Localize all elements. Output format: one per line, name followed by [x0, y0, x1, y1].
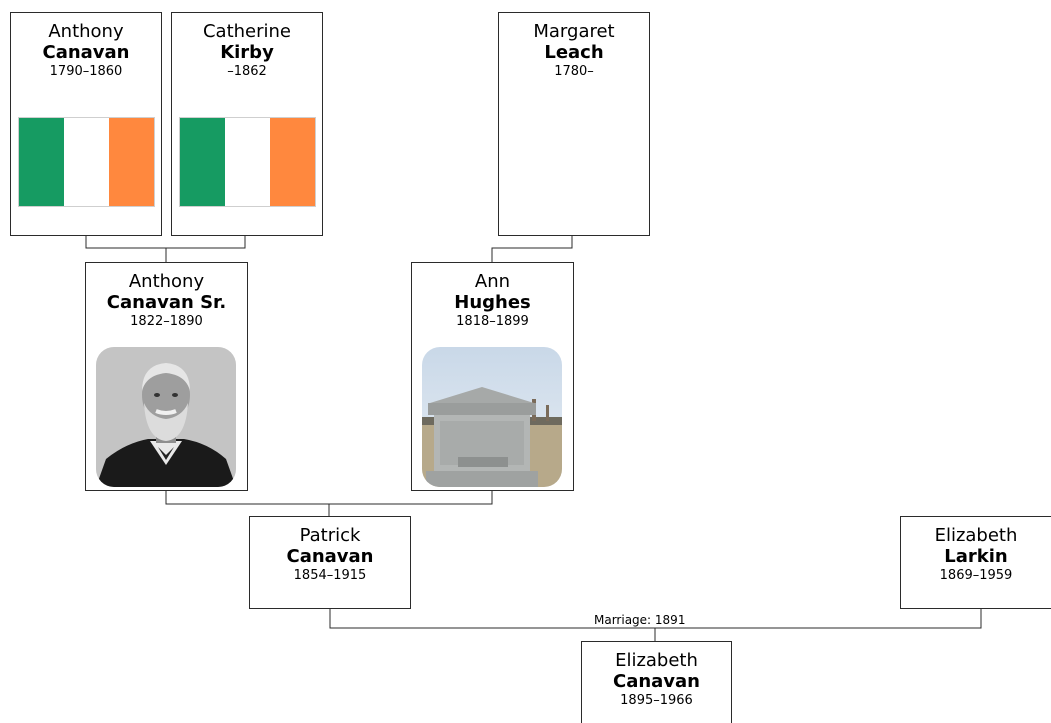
given-name: Catherine — [202, 21, 292, 42]
surname: Canavan — [42, 42, 130, 63]
surname: Canavan — [286, 546, 374, 567]
surname: Canavan — [612, 671, 700, 692]
life-dates: 1818–1899 — [456, 314, 529, 329]
given-name: Margaret — [533, 21, 615, 42]
surname: Leach — [544, 42, 604, 63]
given-name: Ann — [474, 271, 511, 292]
headstone-photo — [422, 347, 562, 487]
connector-anthony-sr-ann — [165, 491, 493, 505]
person-card-anthony-canavan[interactable]: Anthony Canavan 1790–1860 — [10, 12, 162, 236]
surname: Canavan Sr. — [106, 292, 227, 313]
person-card-elizabeth-larkin[interactable]: Elizabeth Larkin 1869–1959 — [900, 516, 1051, 609]
life-dates: 1780– — [554, 64, 594, 79]
connector-anthony-catherine — [85, 236, 246, 249]
surname: Larkin — [944, 546, 1008, 567]
life-dates: 1790–1860 — [49, 64, 123, 79]
irish-flag-icon — [18, 117, 155, 207]
given-name: Patrick — [299, 525, 361, 546]
life-dates: 1854–1915 — [293, 568, 367, 583]
surname: Hughes — [454, 292, 531, 313]
life-dates: 1822–1890 — [130, 314, 203, 329]
given-name: Elizabeth — [934, 525, 1018, 546]
person-card-ann-hughes[interactable]: Ann Hughes 1818–1899 — [411, 262, 574, 491]
person-card-patrick-canavan[interactable]: Patrick Canavan 1854–1915 — [249, 516, 411, 609]
connector-margaret-ann — [491, 236, 573, 263]
person-card-elizabeth-canavan[interactable]: Elizabeth Canavan 1895–1966 — [581, 641, 732, 723]
person-card-catherine-kirby[interactable]: Catherine Kirby –1862 — [171, 12, 323, 236]
given-name: Elizabeth — [615, 650, 698, 671]
given-name: Anthony — [128, 271, 205, 292]
life-dates: –1862 — [227, 64, 267, 79]
life-dates: 1895–1966 — [620, 693, 693, 708]
person-card-anthony-canavan-sr[interactable]: Anthony Canavan Sr. 1822–1890 — [85, 262, 248, 491]
irish-flag-icon — [179, 117, 316, 207]
given-name: Anthony — [48, 21, 124, 42]
life-dates: 1869–1959 — [939, 568, 1013, 583]
marriage-label: Marriage: 1891 — [592, 613, 688, 627]
portrait-photo — [96, 347, 236, 487]
person-card-margaret-leach[interactable]: Margaret Leach 1780– — [498, 12, 650, 236]
surname: Kirby — [220, 42, 274, 63]
